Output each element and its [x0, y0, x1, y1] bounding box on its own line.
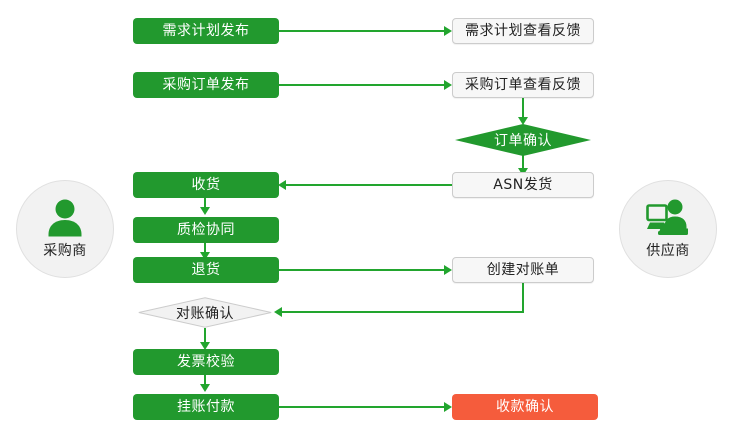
node-create-statement[interactable]: 创建对账单	[452, 257, 594, 283]
edge-asn-to-receive-arrowhead	[278, 180, 286, 190]
node-statement-confirm[interactable]: 对账确认	[138, 297, 272, 328]
node-payment-confirm[interactable]: 收款确认	[452, 394, 598, 420]
node-label: 对账确认	[176, 305, 234, 322]
edge-demand-plan	[278, 30, 446, 32]
node-payable-payment[interactable]: 挂账付款	[133, 394, 279, 420]
diamond-shape-green	[455, 124, 591, 156]
node-label: 挂账付款	[177, 399, 235, 415]
edge-feedback-to-order-confirm	[522, 98, 524, 119]
edge-confirm-to-invoice	[204, 328, 206, 346]
edge-demand-plan-arrowhead	[444, 26, 452, 36]
person-icon	[48, 199, 82, 237]
edge-return-to-statement	[278, 269, 446, 271]
node-receive-goods[interactable]: 收货	[133, 172, 279, 198]
actor-supplier-label: 供应商	[646, 243, 690, 259]
node-label: 创建对账单	[486, 262, 560, 278]
edge-statement-to-confirm-arrowhead	[274, 307, 282, 317]
edge-order-confirm-to-asn	[522, 154, 524, 172]
node-label: 质检协同	[177, 222, 235, 238]
edge-payment-to-receipt-arrowhead	[444, 402, 452, 412]
actor-buyer-label: 采购商	[43, 243, 87, 259]
node-demand-plan-feedback[interactable]: 需求计划查看反馈	[452, 18, 594, 44]
edge-return-to-statement-arrowhead	[444, 265, 452, 275]
edge-statement-drop	[522, 283, 524, 313]
node-label: 采购订单发布	[162, 77, 250, 93]
edge-asn-to-receive	[285, 184, 452, 186]
node-label: 需求计划发布	[162, 23, 250, 39]
node-label: 采购订单查看反馈	[465, 77, 581, 93]
edge-quality-to-return-arrowhead	[200, 252, 210, 260]
node-label: 退货	[191, 262, 221, 278]
edge-purchase-order-arrowhead	[444, 80, 452, 90]
diamond-shape-plain	[138, 297, 272, 328]
node-label: 收货	[191, 177, 221, 193]
node-order-confirm[interactable]: 订单确认	[455, 124, 591, 156]
edge-purchase-order	[278, 84, 446, 86]
node-label: ASN发货	[493, 177, 553, 193]
edge-quality-to-return	[204, 243, 206, 254]
node-label: 订单确认	[494, 133, 552, 149]
person-at-computer-icon	[646, 199, 688, 235]
actor-supplier[interactable]: 供应商	[619, 180, 717, 278]
node-quality-collab[interactable]: 质检协同	[133, 217, 279, 243]
edge-invoice-to-payment-arrowhead	[200, 384, 210, 392]
edge-payment-to-receipt	[278, 406, 446, 408]
edge-feedback-to-order-confirm-arrowhead	[518, 117, 528, 125]
edge-receive-to-quality	[204, 198, 206, 209]
edge-receive-to-quality-arrowhead	[200, 207, 210, 215]
node-demand-plan-publish[interactable]: 需求计划发布	[133, 18, 279, 44]
node-label: 发票校验	[177, 354, 235, 370]
edge-invoice-to-payment	[204, 375, 206, 386]
edge-statement-to-confirm	[281, 311, 524, 313]
node-purchase-order-publish[interactable]: 采购订单发布	[133, 72, 279, 98]
node-asn-ship[interactable]: ASN发货	[452, 172, 594, 198]
edge-confirm-to-invoice-arrowhead	[200, 342, 210, 350]
actor-buyer[interactable]: 采购商	[16, 180, 114, 278]
node-label: 需求计划查看反馈	[465, 23, 581, 39]
node-return-goods[interactable]: 退货	[133, 257, 279, 283]
node-label: 收款确认	[496, 399, 554, 415]
node-purchase-order-feedback[interactable]: 采购订单查看反馈	[452, 72, 594, 98]
node-invoice-check[interactable]: 发票校验	[133, 349, 279, 375]
